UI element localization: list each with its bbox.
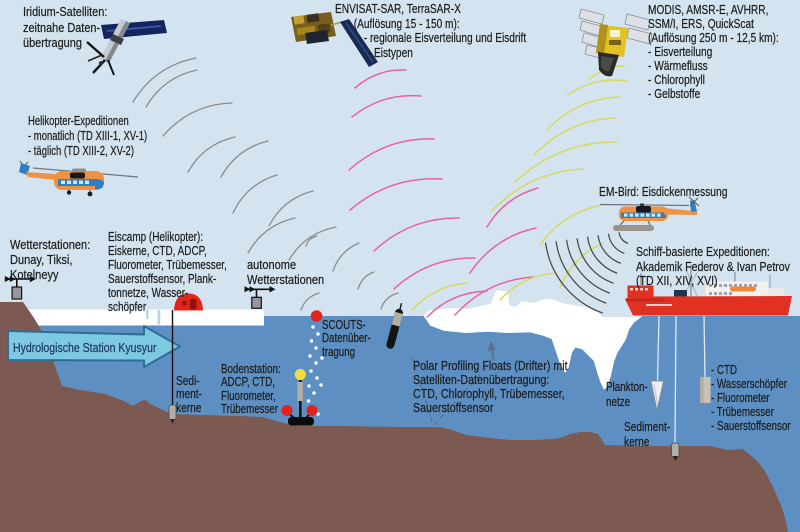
label-autonomous-weather-stations: autonome Wetterstationen <box>247 257 325 287</box>
modis-signal-arcs <box>411 65 628 311</box>
label-modis: MODIS, AMSR-E, AVHRR, SSM/I, ERS, QuickS… <box>648 2 779 101</box>
label-kyusyur-station: Hydrologische Station Kyusyur <box>13 340 157 355</box>
ship-cables <box>656 315 706 444</box>
scouts-bubble-trail <box>306 325 324 416</box>
weather-station-icon <box>244 286 276 309</box>
label-ship-expeditions: Schiff-basierte Expeditionen: Akademik F… <box>636 244 790 289</box>
label-sediment-cores-ship: Sediment- kerne <box>624 419 671 449</box>
label-weather-stations: Wetterstationen: Dunay, Tiksi, Kotelneyy <box>10 237 91 282</box>
scouts-buoy-icon <box>310 310 323 322</box>
envisat-radar-arcs <box>348 69 539 318</box>
label-ctd-list: - CTD - Wasserschöpfer - Fluorometer - T… <box>711 362 791 433</box>
label-iridium: Iridium-Satelliten: zeitnahe Daten- über… <box>23 4 108 50</box>
ice-floe <box>423 290 643 390</box>
label-plankton-nets: Plankton- netze <box>606 379 648 409</box>
envisat-satellite-icon <box>291 12 378 67</box>
label-embird: EM-Bird: Eisdickenmessung <box>599 184 728 199</box>
embird-helicopter-icon <box>599 196 700 231</box>
plankton-net-icon <box>650 380 665 411</box>
sediment-corer-icon <box>671 442 680 461</box>
iridium-satellite-icon <box>86 19 167 76</box>
label-bottom-station: Bodenstation: ADCP, CTD, Fluorometer, Tr… <box>221 361 281 417</box>
label-ice-camp: Eiscamp (Helikopter): Eiskerne, CTD, ADC… <box>108 229 227 314</box>
label-helicopter-expeditions: Helikopter-Expeditionen - monatlich (TD … <box>28 113 148 158</box>
iridium-link-arcs <box>132 57 399 311</box>
label-scouts: SCOUTS- Datenüber- tragung <box>322 317 371 359</box>
embird-measure-arcs <box>544 232 629 314</box>
label-sediment-cores-shelf: Sedi- ment- kerne <box>176 373 202 415</box>
flow-arrow-icon <box>7 325 181 368</box>
sediment-corer-icon <box>168 404 177 424</box>
fast-ice-strip <box>26 309 264 326</box>
weather-station-icon <box>4 275 36 300</box>
land-seafloor <box>0 302 788 532</box>
label-envisat: ENVISAT-SAR, TerraSAR-X (Auflösung 15 - … <box>335 1 527 60</box>
polar-float-icon <box>386 303 403 349</box>
label-polar-floats: Polar Profiling Floats (Drifter) mit Sat… <box>413 358 568 415</box>
helicopter-icon <box>19 160 139 197</box>
ice-camp-dome-icon <box>171 293 203 406</box>
bottom-station-icon <box>281 368 318 426</box>
research-ship-icon <box>625 264 792 316</box>
modis-satellite-icon <box>578 8 653 77</box>
float-trajectory <box>411 341 496 426</box>
ctd-rosette-icon <box>700 377 711 403</box>
